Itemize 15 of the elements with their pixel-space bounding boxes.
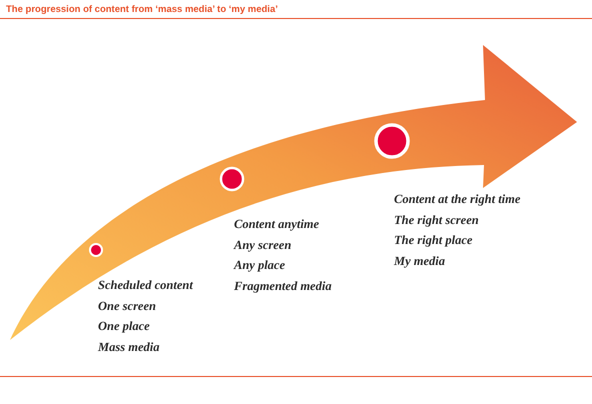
marker-dot: [218, 165, 246, 193]
marker-dot: [87, 241, 105, 259]
stage-text: One place: [98, 319, 150, 334]
title: The progression of content from ‘mass media’ to ‘my media’: [6, 4, 278, 15]
stage-text: Any place: [234, 258, 286, 273]
stage-text: Content at the right time: [394, 192, 520, 207]
stage-text: Content anytime: [234, 217, 320, 232]
stage-text: One screen: [98, 298, 156, 314]
stage-text: The right place: [394, 233, 472, 248]
stage-text: The right screen: [394, 212, 479, 228]
stage-text: My media: [394, 254, 446, 268]
stage-text: Scheduled content: [98, 278, 193, 293]
stage-text: Mass media: [98, 340, 160, 354]
stage-text: Any screen: [234, 238, 292, 252]
stage-text: Fragmented media: [234, 278, 332, 294]
